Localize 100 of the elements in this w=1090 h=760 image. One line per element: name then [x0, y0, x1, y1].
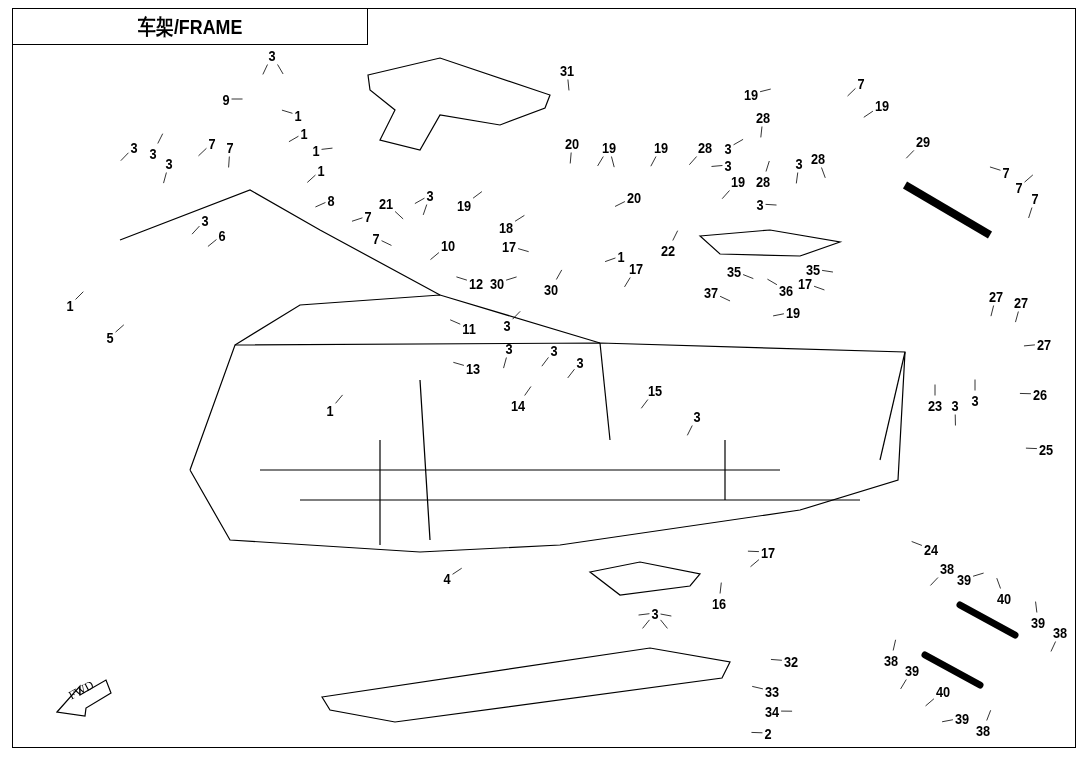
leader-line [990, 305, 995, 317]
callout-number: 24 [923, 541, 939, 557]
callout-number: 7 [1002, 164, 1010, 180]
leader-line [989, 166, 1001, 171]
callout-number: 1 [66, 297, 74, 313]
leader-line [624, 277, 631, 288]
callout-number: 33 [764, 683, 780, 699]
callout-number: 38 [883, 652, 899, 668]
leader-line [750, 559, 760, 568]
callout-number: 7 [1031, 190, 1039, 206]
callout-number: 3 [503, 317, 511, 333]
leader-line [611, 156, 615, 168]
leader-line [321, 147, 333, 150]
leader-line [456, 276, 468, 281]
leader-line [765, 203, 777, 206]
callout-number: 3 [201, 212, 209, 228]
leader-line [503, 357, 507, 369]
leader-line [719, 295, 731, 302]
leader-line [672, 230, 679, 241]
leader-line [351, 217, 363, 222]
leader-line [759, 88, 772, 93]
leader-line [524, 386, 532, 396]
callout-number: 39 [956, 571, 972, 587]
leader-line [381, 240, 392, 246]
leader-line [449, 319, 461, 325]
callout-number: 28 [755, 109, 771, 125]
callout-number: 29 [915, 133, 931, 149]
callout-number: 20 [626, 189, 642, 205]
leader-line [472, 191, 483, 199]
leader-line [688, 156, 697, 166]
leader-line [335, 394, 343, 404]
leader-line [422, 204, 428, 216]
leader-line [306, 174, 316, 183]
leader-line [191, 225, 200, 235]
leader-line [892, 639, 896, 651]
callout-number: 28 [810, 150, 826, 166]
leader-line [228, 156, 230, 168]
leader-line [863, 110, 874, 118]
leader-line [821, 270, 834, 273]
leader-line [555, 269, 563, 280]
callout-number: 9 [222, 91, 230, 107]
leader-line [972, 572, 984, 577]
callout-number: 1 [312, 142, 320, 158]
leader-line [934, 384, 936, 396]
callout-number: 3 [505, 340, 513, 356]
leader-line [569, 152, 572, 164]
leader-line [780, 710, 793, 712]
callout-number: 35 [726, 263, 742, 279]
callout-number: 7 [857, 75, 865, 91]
leader-line [767, 278, 778, 286]
leader-line [733, 138, 744, 146]
callout-number: 3 [268, 47, 276, 63]
callout-number: 27 [1013, 294, 1029, 310]
callout-number: 3 [149, 145, 157, 161]
callout-number: 32 [783, 653, 799, 669]
callout-number: 1 [300, 125, 308, 141]
callout-number: 3 [756, 196, 764, 212]
callout-number: 17 [797, 275, 813, 291]
leader-line [517, 248, 530, 253]
callout-number: 3 [971, 392, 979, 408]
callout-number: 19 [743, 86, 759, 102]
callout-number: 1 [294, 107, 302, 123]
leader-line [721, 190, 730, 200]
callout-number: 26 [1032, 386, 1048, 402]
callout-number: 3 [550, 342, 558, 358]
callout-number: 5 [106, 329, 114, 345]
callout-number: 36 [778, 282, 794, 298]
leader-line [905, 149, 915, 159]
leader-line [925, 698, 935, 707]
callout-number: 40 [996, 590, 1012, 606]
leader-line [277, 64, 284, 75]
leader-line [120, 152, 129, 162]
callout-number: 38 [1052, 624, 1068, 640]
leader-line [941, 719, 954, 723]
callout-number: 3 [795, 155, 803, 171]
leader-line [1019, 393, 1032, 395]
callout-number: 19 [601, 139, 617, 155]
leader-line [751, 686, 764, 690]
callout-number: 1 [317, 162, 325, 178]
leader-line [567, 79, 570, 91]
leader-line [770, 659, 783, 661]
callout-number: 8 [327, 192, 335, 208]
callout-number: 40 [935, 683, 951, 699]
leader-line [452, 361, 465, 366]
leader-line [772, 313, 785, 317]
callout-number: 13 [465, 360, 481, 376]
callout-number: 4 [443, 570, 451, 586]
leader-line [996, 577, 1001, 589]
callout-number: 39 [954, 710, 970, 726]
callout-number: 30 [543, 281, 559, 297]
leader-line [650, 156, 657, 167]
leader-line [281, 109, 293, 114]
leader-line [315, 202, 326, 208]
leader-line [660, 619, 668, 629]
callout-number: 17 [760, 544, 776, 560]
leader-line [640, 399, 649, 409]
leader-line [614, 201, 626, 207]
leader-line [847, 87, 856, 97]
leader-line [751, 732, 763, 734]
callout-number: 18 [498, 219, 514, 235]
